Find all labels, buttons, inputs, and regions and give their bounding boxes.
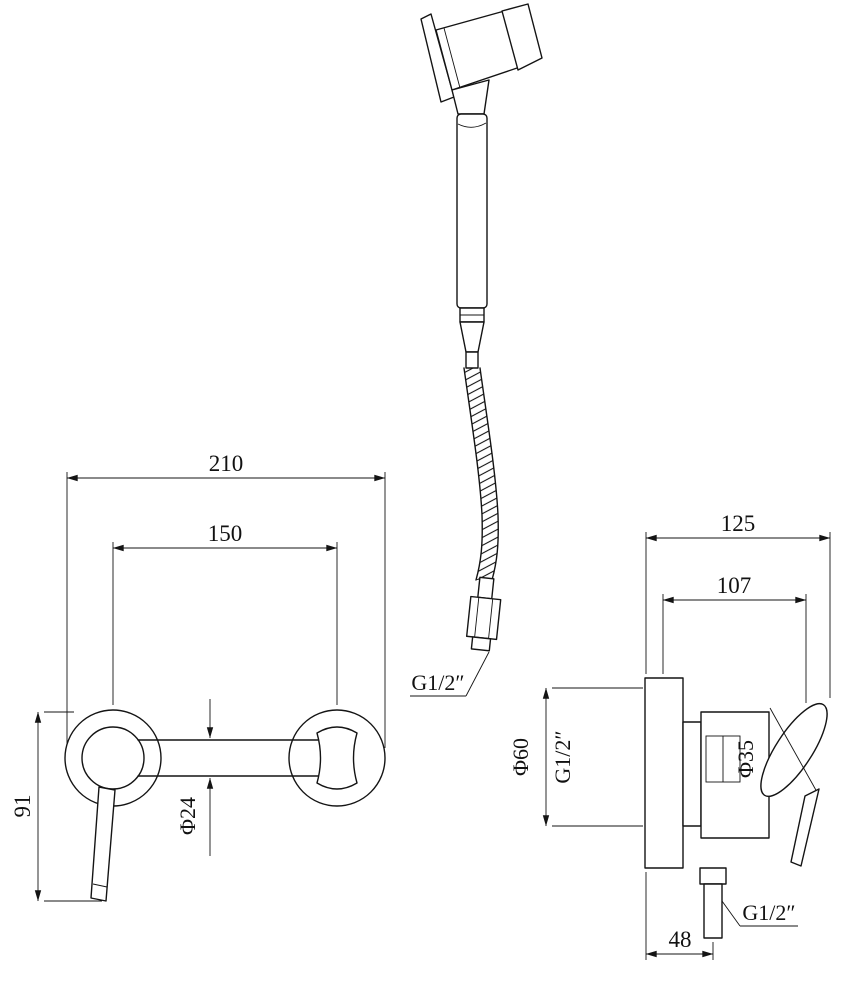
dim-overall-depth: 125 xyxy=(645,511,831,698)
lever-axis-line xyxy=(769,707,818,793)
hose-hex-nut xyxy=(465,595,502,641)
outlet-coupling xyxy=(699,867,727,885)
dim-inner-depth-label: 107 xyxy=(717,573,752,598)
sprayer-handle-body xyxy=(456,113,488,309)
hose-thread-label: G1/2″ xyxy=(411,670,464,695)
lever-grip xyxy=(790,788,820,867)
sprayer-view: G1/2″ xyxy=(410,3,543,697)
left-valve-cap xyxy=(81,726,145,790)
sprayer-head-seam xyxy=(443,27,461,89)
dim-body-diameter-label: Φ35 xyxy=(733,740,758,778)
dim-escutcheon-diameter-label: Φ60 xyxy=(508,738,533,776)
outlet-pipe xyxy=(703,883,723,939)
valve-body xyxy=(700,711,770,839)
sprayer-cone xyxy=(459,321,485,353)
dim-outlet-offset: 48 xyxy=(645,872,714,960)
hose-thread-callout: G1/2″ xyxy=(410,651,490,697)
side-lever-handle xyxy=(760,702,828,867)
mixer-lever-handle xyxy=(90,786,116,902)
hose-corrugation-fill xyxy=(464,368,499,580)
hose-right-edge xyxy=(479,367,499,581)
dim-height: 91 xyxy=(10,711,102,902)
outlet-thread-leader xyxy=(721,900,741,927)
dim-escutcheon-diameter: Φ60 G1/2″ xyxy=(508,687,643,827)
wall-plate xyxy=(644,677,684,869)
dim-inner-depth: 107 xyxy=(662,573,807,703)
sprayer-hose-nipple xyxy=(465,351,479,369)
body-flange xyxy=(682,721,702,827)
side-view: 125 107 Φ35 Φ60 G1/2″ xyxy=(508,511,831,960)
hose-left-edge xyxy=(463,367,483,581)
sprayer-holder-socket xyxy=(316,726,358,790)
inlet-thread-label: G1/2″ xyxy=(550,730,575,783)
dim-bar-diameter: Φ24 xyxy=(175,699,214,856)
dim-overall-width: 210 xyxy=(66,451,386,748)
dim-centers-spacing: 150 xyxy=(112,521,338,705)
hose-nut-tip xyxy=(470,636,492,652)
outlet-thread-label: G1/2″ xyxy=(742,900,795,925)
outlet-thread-callout: G1/2″ xyxy=(721,900,798,927)
hex-flat-line-1 xyxy=(474,597,480,638)
dim-centers-spacing-label: 150 xyxy=(208,521,243,546)
dim-bar-diameter-label: Φ24 xyxy=(175,797,200,835)
hose-ferrule xyxy=(477,576,495,600)
dim-overall-depth-label: 125 xyxy=(721,511,756,536)
front-view: 210 150 91 Φ24 xyxy=(10,451,386,902)
hex-flat-line-2 xyxy=(488,598,494,639)
sprayer-hose xyxy=(463,367,499,581)
sprayer-knurl-cap xyxy=(501,3,543,71)
hose-nut xyxy=(465,576,502,652)
sprayer-handle-top-line xyxy=(457,122,487,128)
dim-overall-width-label: 210 xyxy=(209,451,244,476)
dim-height-label: 91 xyxy=(10,795,35,818)
hose-thread-leader xyxy=(465,651,490,697)
lever-end-line xyxy=(92,883,108,888)
dim-outlet-offset-label: 48 xyxy=(669,927,692,952)
